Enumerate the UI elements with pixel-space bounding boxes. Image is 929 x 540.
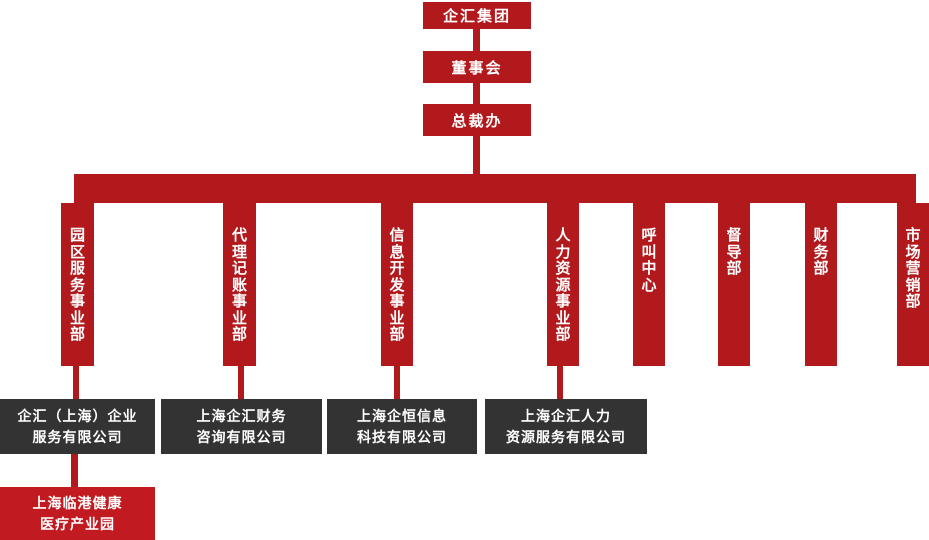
dept-bookkeeping-label: 代理记账事业部 <box>231 227 247 343</box>
company-finance-consulting-line2: 咨询有限公司 <box>196 428 287 445</box>
company-hr-services: 上海企汇人力 资源服务有限公司 <box>485 399 647 454</box>
company-hr-services-line2: 资源服务有限公司 <box>506 428 626 445</box>
company-hr-services-line1: 上海企汇人力 <box>521 407 611 424</box>
company-qiheng-info-tech-line1: 上海企恒信息 <box>357 407 447 424</box>
dept-marketing: 市场营销部 <box>897 203 929 366</box>
dept-park-services-label: 园区服务事业部 <box>69 227 85 343</box>
company-qihui-shanghai-line2: 服务有限公司 <box>32 428 123 445</box>
park-lingang-health-line1: 上海临港健康 <box>32 494 123 511</box>
company-qihui-shanghai: 企汇（上海）企业 服务有限公司 <box>0 399 155 454</box>
root-node-label: 企汇集团 <box>442 8 511 25</box>
connector-dept3-company3 <box>394 366 400 399</box>
connector-dept2-company2 <box>238 366 244 399</box>
connector-dept4-company4 <box>557 366 563 399</box>
root-node: 企汇集团 <box>423 2 531 29</box>
park-lingang-health: 上海临港健康 医疗产业园 <box>0 487 155 540</box>
dept-bookkeeping: 代理记账事业部 <box>223 203 256 366</box>
company-qiheng-info-tech-line2: 科技有限公司 <box>357 428 447 445</box>
dept-finance-label: 财务部 <box>813 227 829 277</box>
park-lingang-health-line2: 医疗产业园 <box>40 515 115 532</box>
connector-company1-park <box>71 454 78 487</box>
president-office-label: 总裁办 <box>451 112 503 130</box>
connector-dept1-company1 <box>73 366 79 399</box>
company-qiheng-info-tech: 上海企恒信息 科技有限公司 <box>327 399 477 454</box>
dept-call-center-label: 呼叫中心 <box>641 227 657 294</box>
connector-board-president <box>473 83 480 104</box>
board-node-label: 董事会 <box>451 59 503 77</box>
dept-supervision-label: 督导部 <box>726 227 742 277</box>
dept-finance: 财务部 <box>805 203 837 366</box>
company-finance-consulting: 上海企汇财务 咨询有限公司 <box>161 399 322 454</box>
dept-call-center: 呼叫中心 <box>633 203 665 366</box>
company-qihui-shanghai-line1: 企汇（上海）企业 <box>17 407 138 424</box>
company-finance-consulting-line1: 上海企汇财务 <box>196 407 287 424</box>
dept-supervision: 督导部 <box>718 203 750 366</box>
connector-president-trunk <box>473 136 480 174</box>
dept-marketing-label: 市场营销部 <box>905 227 921 310</box>
trunk-bar <box>74 174 916 203</box>
president-office-node: 总裁办 <box>423 104 531 136</box>
dept-human-resources-label: 人力资源事业部 <box>555 227 571 343</box>
board-node: 董事会 <box>423 51 531 83</box>
dept-info-development: 信息开发事业部 <box>381 203 413 366</box>
dept-info-development-label: 信息开发事业部 <box>389 227 405 343</box>
dept-human-resources: 人力资源事业部 <box>547 203 579 366</box>
connector-root-board <box>473 29 480 51</box>
dept-park-services: 园区服务事业部 <box>61 203 94 366</box>
